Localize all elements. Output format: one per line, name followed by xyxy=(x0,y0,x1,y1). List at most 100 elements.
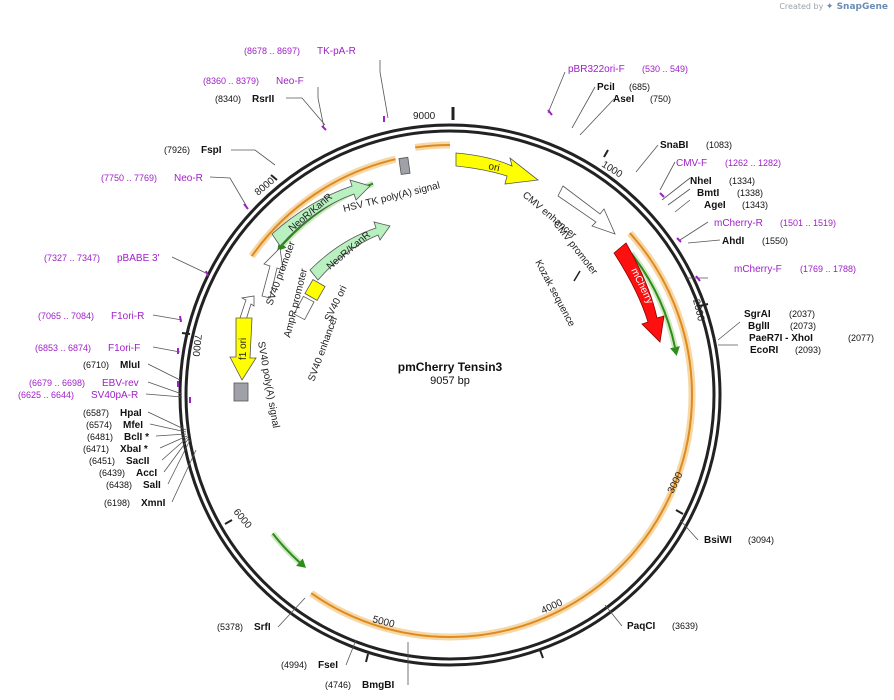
tick-label-7000: 7000 xyxy=(190,334,203,358)
tick-label-5000: 5000 xyxy=(371,614,396,630)
site-snabi: SnaBI xyxy=(660,140,689,151)
tick-marks xyxy=(181,107,709,663)
primer-labels: TK-pA-R (8678 .. 8697) Neo-F (8360 .. 83… xyxy=(18,46,856,401)
primer-marks xyxy=(177,109,701,403)
ampr-promoter-arrow xyxy=(239,295,255,321)
mcherry-orf-line xyxy=(630,252,676,348)
credit-prefix: Created by xyxy=(779,2,824,11)
tick-3000 xyxy=(675,509,684,515)
tick-label-8000: 8000 xyxy=(253,175,277,198)
top-orf-line xyxy=(415,144,451,149)
site-srfi-pos: (5378) xyxy=(217,622,243,632)
plasmid-name: pmCherry Tensin3 xyxy=(398,360,503,374)
tick-5000 xyxy=(365,653,369,663)
site-xmni-pos: (6198) xyxy=(104,498,130,508)
tick-label-9000: 9000 xyxy=(413,111,436,122)
primer-cmv-f-range: (1262 .. 1282) xyxy=(725,158,781,168)
sv40-ori-box xyxy=(304,279,326,301)
tick-label-6000: 6000 xyxy=(231,507,254,531)
site-sgrai: SgrAI xyxy=(744,309,771,320)
site-fsei-pos: (4994) xyxy=(281,660,307,670)
site-bmgbi: BmgBI xyxy=(362,680,394,691)
sv40-promoter-arrow xyxy=(261,247,284,299)
site-bglii: BglII xyxy=(748,321,770,332)
primer-ebv-rev: EBV-rev xyxy=(102,378,139,389)
site-asei-pos: (750) xyxy=(650,94,671,104)
site-paqci-pos: (3639) xyxy=(672,621,698,631)
site-fspi-pos: (7926) xyxy=(164,145,190,155)
tick-label-3000: 3000 xyxy=(666,470,686,495)
tick-7000 xyxy=(181,332,191,335)
primer-neo-r: Neo-R xyxy=(174,173,203,184)
primer-mcherry-r: mCherry-R xyxy=(714,218,763,229)
snapgene-logo: ✦ SnapGene xyxy=(825,2,888,12)
site-mlui: MluI xyxy=(120,360,140,371)
site-bcli-pos: (6481) xyxy=(87,432,113,442)
primer-f1ori-f-range: (6853 .. 6874) xyxy=(35,343,91,353)
site-ahdi-pos: (1550) xyxy=(762,236,788,246)
site-xbai: XbaI * xyxy=(120,444,148,455)
sv40-enhancer-box xyxy=(293,295,315,321)
site-paqci: PaqCI xyxy=(627,621,656,632)
site-xbai-pos: (6471) xyxy=(83,444,109,454)
primer-sv40pa-r: SV40pA-R xyxy=(91,390,138,401)
site-fspi: FspI xyxy=(201,145,222,156)
kozak-label: Kozak sequence xyxy=(532,258,577,329)
primer-mcherry-f-range: (1769 .. 1788) xyxy=(800,264,856,274)
mcherry-orf-head xyxy=(670,346,680,356)
site-hpai: HpaI xyxy=(120,408,142,419)
site-sali: SalI xyxy=(143,480,161,491)
orf-arcs xyxy=(248,141,696,641)
site-paer7i-xhoi-pos: (2077) xyxy=(848,333,874,343)
primer-pbabe-3: pBABE 3' xyxy=(117,253,160,264)
site-asei: AseI xyxy=(613,94,634,105)
tick-8000 xyxy=(270,174,278,181)
primer-pbabe-3-range: (7327 .. 7347) xyxy=(44,253,100,263)
site-nhei-pos: (1334) xyxy=(729,176,755,186)
site-bcli: BclI * xyxy=(124,432,149,443)
site-pcii: PciI xyxy=(597,82,615,93)
site-ahdi: AhdI xyxy=(722,236,744,247)
tick-2000 xyxy=(699,303,709,307)
primer-neo-r-range: (7750 .. 7769) xyxy=(101,173,157,183)
primer-mcherry-r-range: (1501 .. 1519) xyxy=(780,218,836,228)
plasmid-length: 9057 bp xyxy=(430,375,470,387)
site-ecori-pos: (2093) xyxy=(795,345,821,355)
site-srfi: SrfI xyxy=(254,622,271,633)
site-rsrii: RsrII xyxy=(252,94,274,105)
site-acci: AccI xyxy=(136,468,157,479)
primer-f1ori-f: F1ori-F xyxy=(108,343,140,354)
kozak-marker xyxy=(573,270,581,282)
f1-ori-arrow xyxy=(229,317,257,381)
primer-ebv-rev-range: (6679 .. 6698) xyxy=(29,378,85,388)
site-pcii-pos: (685) xyxy=(629,82,650,92)
cmv-enhancer-arrow xyxy=(557,185,616,235)
site-bmgbi-pos: (4746) xyxy=(325,680,351,690)
site-sgrai-pos: (2037) xyxy=(789,309,815,319)
site-acci-pos: (6439) xyxy=(99,468,125,478)
credit-brand: SnapGene xyxy=(836,2,888,12)
lower-orf-head xyxy=(296,558,306,568)
hsv-tk-polya-box xyxy=(398,156,411,175)
lower-orf-line xyxy=(271,532,301,563)
site-paer7i-xhoi: PaeR7I - XhoI xyxy=(749,333,813,344)
primer-pbr322ori-f: pBR322ori-F xyxy=(568,64,625,75)
site-fsei: FseI xyxy=(318,660,338,671)
tick-label-2000: 2000 xyxy=(690,298,706,323)
f1-ori-label: f1 ori xyxy=(238,338,249,360)
backbone-outer-ring xyxy=(178,123,722,667)
site-mfei: MfeI xyxy=(123,420,143,431)
tick-6000 xyxy=(224,519,233,525)
site-mfei-pos: (6574) xyxy=(86,420,112,430)
site-mlui-pos: (6710) xyxy=(83,360,109,370)
primer-neo-f-range: (8360 .. 8379) xyxy=(203,76,259,86)
primer-tk-pa-r-range: (8678 .. 8697) xyxy=(244,46,300,56)
site-bsiwi-pos: (3094) xyxy=(748,535,774,545)
site-bsiwi: BsiWI xyxy=(704,535,732,546)
primer-mcherry-f: mCherry-F xyxy=(734,264,782,275)
cmv-promoter-label: CMV promoter xyxy=(551,219,600,278)
primer-sv40pa-r-range: (6625 .. 6644) xyxy=(18,390,74,400)
sv40-enhancer-label: SV40 enhancer xyxy=(306,314,340,383)
ori-label: ori xyxy=(487,161,500,174)
site-rsrii-pos: (8340) xyxy=(215,94,241,104)
